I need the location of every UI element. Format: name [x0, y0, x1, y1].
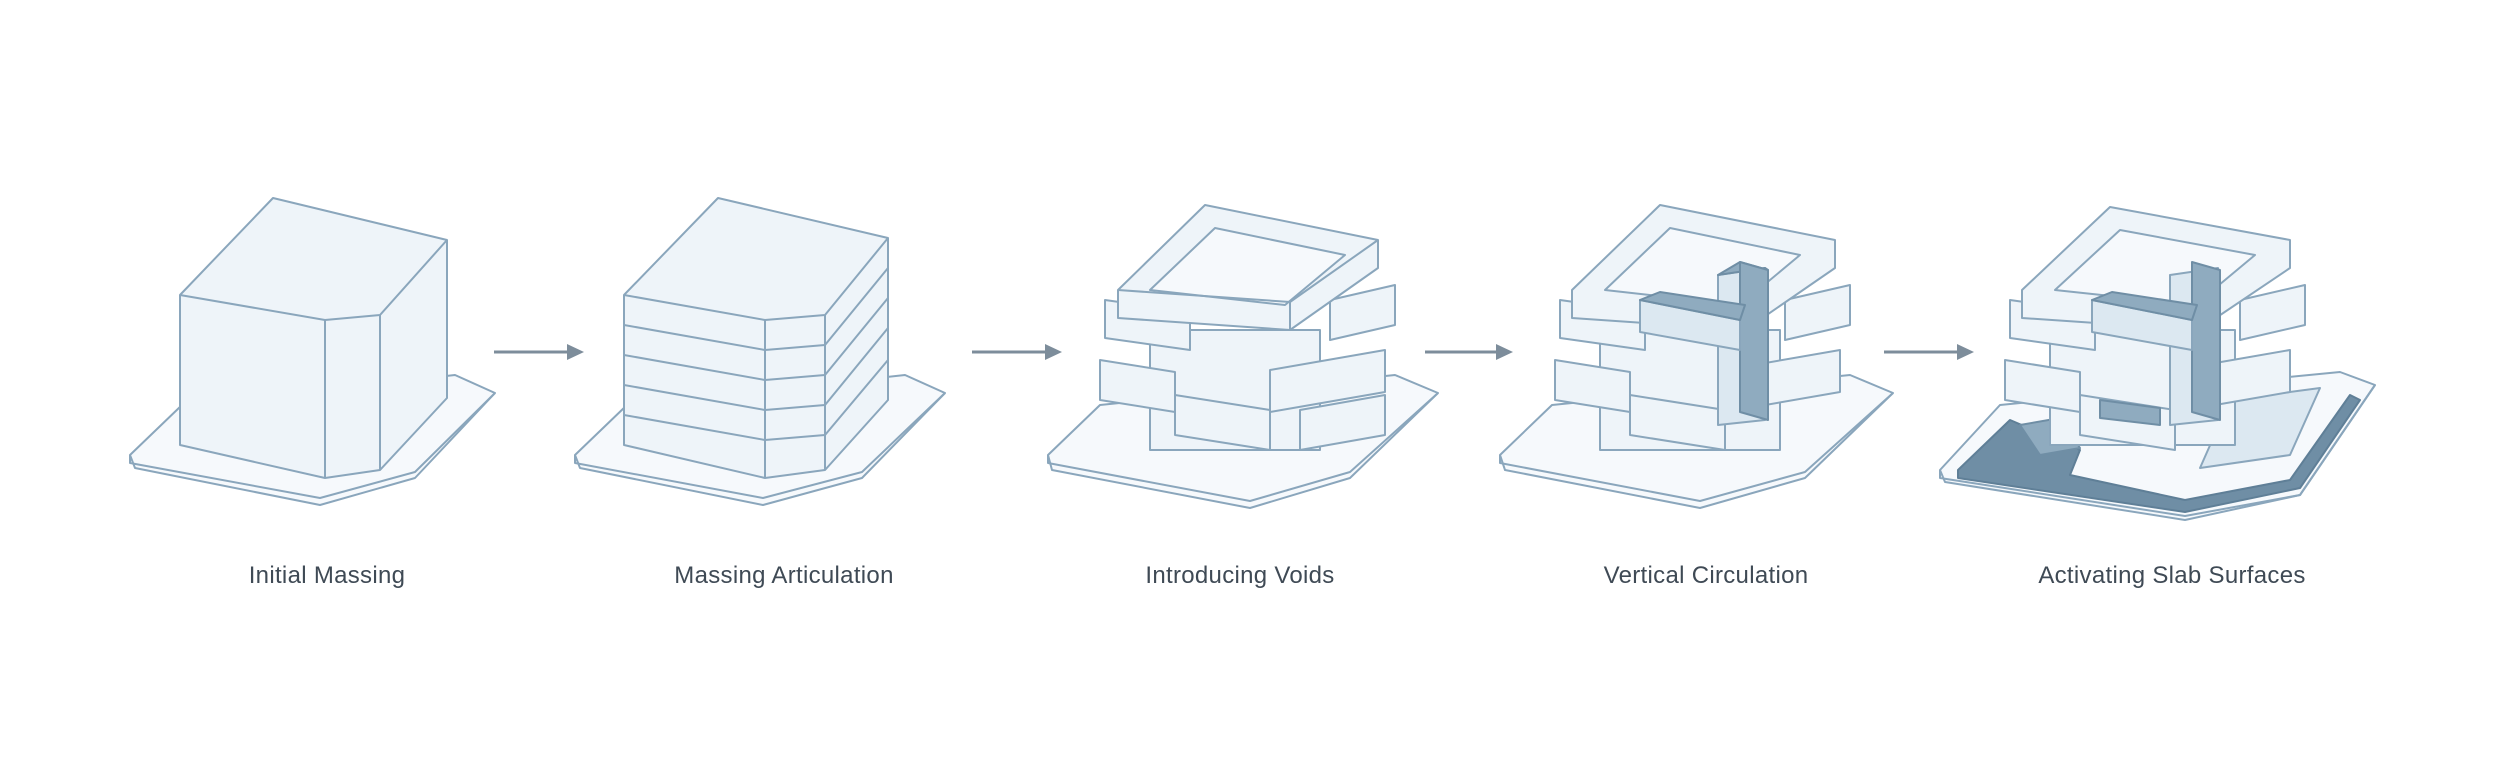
arrow-1 [494, 344, 584, 360]
model-vertical-circulation [1499, 204, 1894, 509]
arrow-4 [1884, 344, 1974, 360]
step-label-vertical-circulation: Vertical Circulation [1603, 562, 1809, 589]
step-label-initial-massing: Initial Massing [248, 562, 406, 589]
arrow-3 [1425, 344, 1513, 360]
model-initial-massing [129, 197, 496, 506]
step-label-introducing-voids: Introducing Voids [1145, 562, 1335, 589]
model-massing-articulation [574, 197, 946, 506]
model-introducing-voids [1047, 204, 1439, 509]
arrow-2 [972, 344, 1062, 360]
model-activating-slab-surfaces [1939, 206, 2376, 521]
step-label-massing-articulation: Massing Articulation [674, 562, 894, 589]
step-label-activating-slab-surfaces: Activating Slab Surfaces [2038, 562, 2306, 589]
